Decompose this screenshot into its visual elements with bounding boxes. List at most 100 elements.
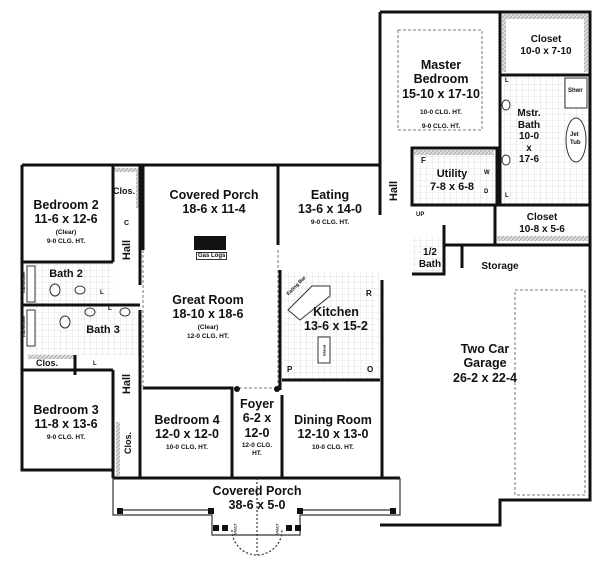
room-name: Bedroom 3: [33, 403, 99, 417]
room-name: Bath: [517, 119, 541, 131]
room-name: Closet: [530, 34, 562, 45]
room-name: Bedroom 4: [154, 413, 220, 427]
front-porch-label: Covered Porch 38-6 x 5-0: [213, 484, 302, 513]
room-name: Covered Porch: [169, 188, 259, 202]
kitchen-label: Kitchen 13-6 x 15-2: [304, 305, 368, 334]
room-dimensions: 12-10 x 13-0: [297, 427, 369, 442]
closet-label: Clos.: [113, 186, 136, 196]
garage-label: Two Car Garage 26-2 x 22-4: [453, 342, 517, 385]
great-room-label: Great Room 18-10 x 18-6 (Clear) 12-0 CLG…: [172, 293, 244, 341]
ceiling-height: 9-0 CLG. HT.: [46, 238, 86, 246]
room-name: Bath 3: [86, 324, 120, 336]
ceiling-height: 12-0 CLG. HT.: [187, 333, 229, 341]
jet-tub-label: Tub: [570, 140, 581, 146]
room-note: (Clear): [55, 228, 77, 236]
room-name: Bath: [418, 258, 442, 270]
room-dimensions: 10-0: [518, 131, 539, 142]
oven-label: O: [367, 365, 374, 374]
room-dimensions: 15-10 x 17-10: [402, 86, 480, 101]
master-bedroom-label: Master Bedroom 15-10 x 17-10 10-0 CLG. H…: [402, 58, 480, 130]
room-name: Two Car: [460, 342, 510, 356]
master-bath-label: Mstr. Bath 10-0 x 17-6: [517, 108, 540, 166]
refrigerator-label: R: [366, 289, 372, 298]
room-name: Utility: [436, 168, 468, 180]
linen-label: L: [505, 78, 509, 84]
stairs-up-label: UP: [416, 212, 425, 218]
room-name: Eating: [310, 188, 350, 202]
room-name: Bedroom: [413, 72, 469, 87]
ceiling-height: 9-0 CLG. HT.: [421, 122, 461, 130]
vault-label: VAULT: [233, 523, 238, 535]
ceiling-height: HT.: [252, 449, 262, 457]
room-dimensions: 38-6 x 5-0: [228, 498, 286, 513]
gas-logs-label: Gas Logs: [196, 252, 228, 260]
pantry-label: P: [287, 365, 293, 374]
ceiling-height: 10-0 CLG. HT.: [420, 109, 462, 117]
island-label: Island: [321, 344, 327, 357]
room-dimensions: 18-6 x 11-4: [182, 202, 246, 217]
room-name: Master: [420, 58, 462, 72]
foyer-label: Foyer 6-2 x 12-0 12-0 CLG. HT.: [240, 397, 274, 457]
linen-label: L: [93, 361, 97, 367]
linen-label: L: [505, 193, 509, 199]
bath3-label: Bath 3: [86, 324, 120, 337]
jet-tub-label: Jet: [570, 132, 579, 138]
hall-closet-label: Closet 10-8 x 5-6: [519, 212, 565, 235]
room-dimensions: 13-6 x 14-0: [298, 202, 362, 217]
ceiling-height: 9-0 CLG. HT.: [310, 218, 350, 226]
utility-label: Utility 7-8 x 6-8: [430, 168, 474, 193]
hall-label: Hall: [121, 373, 134, 395]
room-name: Dining Room: [294, 413, 372, 427]
front-porch: [112, 478, 401, 556]
ceiling-height: 10-0 CLG. HT.: [166, 443, 208, 451]
bedroom4-label: Bedroom 4 12-0 x 12-0 10-0 CLG. HT.: [154, 413, 219, 451]
shower-label: Shwr: [568, 88, 583, 94]
room-note: (Clear): [197, 323, 219, 331]
room-name: Great Room: [172, 293, 244, 307]
ceiling-height: 10-0 CLG. HT.: [312, 443, 354, 451]
room-name: 1/2: [423, 247, 437, 258]
eating-label: Eating 13-6 x 14-0 9-0 CLG. HT.: [298, 188, 362, 226]
walls: [20, 10, 592, 527]
vault-label: VAULT: [275, 523, 280, 535]
room-name: Foyer: [239, 397, 275, 411]
room-dimensions: 10-8 x 5-6: [519, 223, 565, 235]
dashed-lines: [142, 29, 586, 496]
room-dimensions: 10-0 x 7-10: [520, 45, 572, 57]
room-name: Storage: [481, 261, 519, 272]
room-dimensions: x: [526, 142, 532, 154]
room-name: Garage: [463, 356, 507, 371]
master-closet-label: Closet 10-0 x 7-10: [520, 34, 571, 57]
room-name: Kitchen: [313, 305, 359, 319]
closet-label: Clos.: [36, 358, 59, 368]
bath2-label: Bath 2: [49, 268, 83, 281]
hall-label: Hall: [388, 180, 401, 202]
room-dimensions: 11-8 x 13-6: [34, 417, 98, 432]
room-name: Covered Porch: [212, 484, 302, 498]
room-name: Closet: [526, 212, 558, 223]
room-dimensions: 12-0: [244, 425, 270, 440]
room-dimensions: 11-6 x 12-6: [34, 212, 98, 227]
fixtures: [26, 77, 588, 364]
storage-label: Storage: [481, 261, 518, 273]
linen-label: L: [108, 306, 112, 312]
rear-porch-label: Covered Porch 18-6 x 11-4: [170, 188, 259, 217]
porch-columns: [117, 386, 396, 531]
half-bath-label: 1/2 Bath: [419, 247, 441, 270]
ceiling-height: 12-0 CLG.: [241, 442, 273, 450]
ceiling-height: 9-0 CLG. HT.: [46, 433, 86, 441]
linen-closet-label: C: [124, 220, 130, 227]
room-dimensions: 12-0 x 12-0: [155, 427, 219, 442]
closet-shelves: [28, 14, 588, 476]
washer-label: W: [484, 170, 490, 176]
room-dimensions: 13-6 x 15-2: [304, 319, 368, 334]
room-dimensions: 6-2 x: [242, 411, 272, 426]
dining-room-label: Dining Room 12-10 x 13-0 10-0 CLG. HT.: [294, 413, 372, 451]
linen-label: L: [100, 290, 104, 296]
closet-label: Clos.: [123, 431, 134, 455]
tub-shower-label: Tub/Shower: [20, 271, 26, 294]
freezer-label: F: [421, 156, 426, 165]
room-dimensions: 17-6: [518, 154, 539, 165]
room-name: Bath 2: [49, 268, 83, 280]
